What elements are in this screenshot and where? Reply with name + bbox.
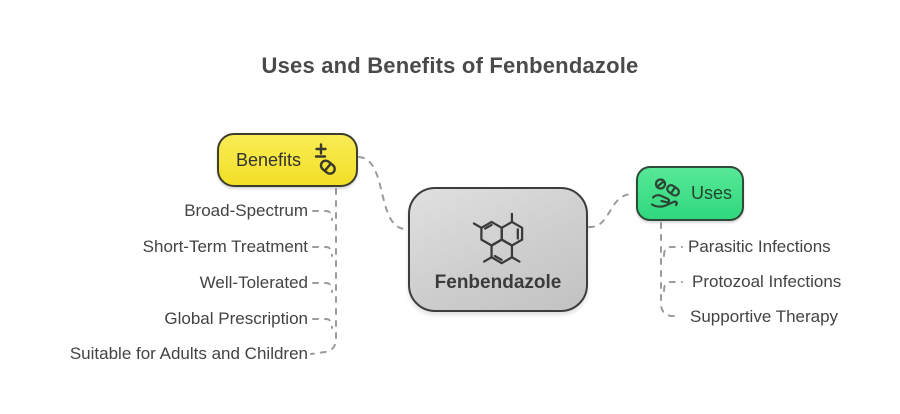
- benefit-branch-2: [312, 246, 333, 257]
- use-item-3: Supportive Therapy: [690, 307, 839, 326]
- use-item-2: Protozoal Infections: [692, 272, 842, 291]
- pills-plus-minus-icon: [309, 142, 339, 178]
- benefits-node-label: Benefits: [235, 149, 302, 170]
- benefit-item-1: Broad-Spectrum: [184, 201, 308, 220]
- fenbendazole-node-label: Fenbendazole: [434, 271, 562, 293]
- benefit-item-2: Short-Term Treatment: [142, 237, 308, 256]
- benefit-item-5: Suitable for Adults and Children: [69, 344, 308, 363]
- hand-holding-pills-icon: [648, 177, 684, 211]
- page-title: Uses and Benefits of Fenbendazole: [261, 53, 639, 78]
- use-branch-1: [663, 246, 683, 257]
- uses-node-label: Uses: [690, 183, 732, 203]
- benefits-center-connector: [358, 156, 406, 230]
- benefit-branch-4: [312, 318, 333, 329]
- benefits-node: Benefits: [217, 133, 358, 187]
- benefit-branch-3: [312, 282, 333, 293]
- center-uses-connector: [588, 192, 635, 229]
- fenbendazole-node: Fenbendazole: [408, 187, 588, 312]
- benefit-item-4: Global Prescription: [164, 309, 308, 328]
- uses-node: Uses: [636, 166, 744, 221]
- uses-trunk-line: [660, 222, 681, 317]
- benefit-branch-1: [312, 210, 333, 221]
- use-item-1: Parasitic Infections: [688, 237, 831, 256]
- benefit-item-3: Well-Tolerated: [199, 273, 308, 292]
- use-branch-2: [663, 281, 683, 292]
- molecule-icon: [465, 208, 531, 268]
- benefits-trunk-line: [310, 188, 337, 355]
